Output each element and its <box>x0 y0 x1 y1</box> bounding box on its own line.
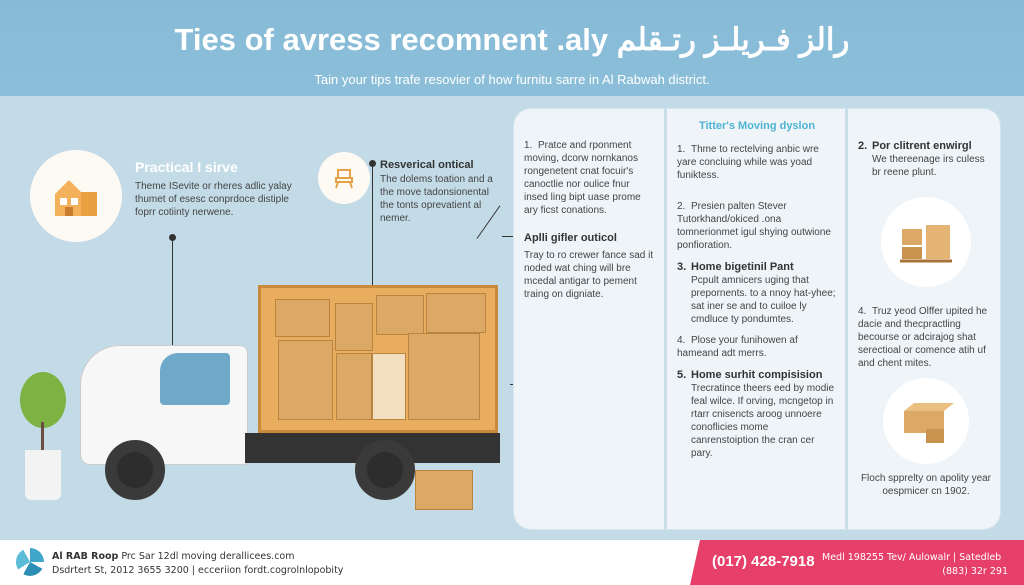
list-item: 2.Presien palten Stever Tutorkhand/okice… <box>677 200 837 252</box>
footer-contact-band <box>690 540 1024 585</box>
practical-title: Practical I sirve <box>135 159 238 175</box>
panel-column-3: 2. Por clitrent enwirgl We thereenage irs … <box>848 109 1002 529</box>
reservical-text: The dolems toation and a the move tadons… <box>380 174 493 224</box>
item-text: Presien palten Stever Tutorkhand/okiced … <box>677 201 831 251</box>
reservical-title: Resverical ontical <box>380 159 474 171</box>
connector-dot <box>169 234 176 241</box>
item-number: 1. <box>524 140 533 151</box>
item-text: Pratce and rponment moving, dcorw nornka… <box>524 140 641 216</box>
item-number: 4. <box>677 335 686 346</box>
panel-column-2: Titter's Moving dyslon 1.Thme to rectelv… <box>667 109 845 529</box>
column-2-list: 1.Thme to rectelving anbic wre yare conc… <box>677 143 837 460</box>
item-text: Pcpult amnicers uging that prepornents. … <box>691 275 836 325</box>
aplli-title: Aplli gifler outicol <box>524 232 617 244</box>
aplli-text: Tray to ro crewer fance sad it noded wat… <box>524 250 654 300</box>
tips-panel: 1.Pratce and rponment moving, dcorw norn… <box>513 108 1001 530</box>
item-text: Truz yeod Olffer upited he dacie and the… <box>858 306 988 369</box>
connector-dot <box>369 160 376 167</box>
footer-website[interactable]: Prc Sar 12dl moving derallicees.com <box>121 551 295 562</box>
page-title: Ties of avress recomnent .aly رالز فـريل… <box>174 22 850 57</box>
connector-line <box>172 238 173 348</box>
list-item: 1.Thme to rectelving anbic wre yare conc… <box>677 143 837 182</box>
open-box-icon <box>883 378 969 464</box>
house-icon <box>30 150 122 242</box>
footer-info: Medl 198255 Tev/ Aulowalr | Satedleb <box>822 552 1002 563</box>
item-title: Home bigetinil Pant <box>691 261 794 273</box>
item-number: 3. <box>677 261 687 273</box>
chair-icon <box>318 152 370 204</box>
phone-number[interactable]: (017) 428-7918 <box>712 553 815 570</box>
item-number: 2. <box>677 201 686 212</box>
item-number: 1. <box>677 144 686 155</box>
boxes-shelf-icon <box>881 197 971 287</box>
list-item: 4.Plose your funihowen af hameand adt me… <box>677 334 837 360</box>
footer-line1: Al RAB Roop Prc Sar 12dl moving derallic… <box>52 551 295 562</box>
column-divider <box>845 109 848 529</box>
item-title: Home surhit compisision <box>691 369 823 381</box>
footer-info-2: (883) 32r 291 <box>942 566 1008 577</box>
connector-line <box>502 236 522 237</box>
item-number: 2. <box>858 140 868 152</box>
item-text: We thereenage irs culess br reene plunt. <box>872 154 985 178</box>
item-text: Trecratince theers eed by modie feal wil… <box>691 383 835 459</box>
caption: Floch spprelty on apolity year oespmicer… <box>860 473 992 497</box>
item-text: Thme to rectelving anbic wre yare conclu… <box>677 144 819 181</box>
header-band <box>0 0 1024 96</box>
column-title: Titter's Moving dyslon <box>698 120 816 132</box>
footer-line2: Dsdrtert St, 2012 3655 3200 | ecceriion … <box>52 565 344 576</box>
practical-text: Theme ISevite or rheres adlic yalay thum… <box>135 181 292 218</box>
item-number: 5. <box>677 369 687 381</box>
plant-illustration <box>15 372 71 502</box>
panel-column-1: 1.Pratce and rponment moving, dcorw norn… <box>514 109 664 529</box>
column-divider <box>664 109 667 529</box>
item-title: Por clitrent enwirgl <box>872 140 972 152</box>
brand-name: Al RAB Roop <box>52 551 119 562</box>
connector-line <box>372 164 373 294</box>
item-text: Plose your funihowen af hameand adt merr… <box>677 335 798 359</box>
page-subtitle: Tain your tips trafe resovier of how fur… <box>314 72 710 87</box>
item-number: 4. <box>858 306 867 317</box>
brand-logo <box>16 548 44 576</box>
truck-illustration <box>80 285 510 510</box>
